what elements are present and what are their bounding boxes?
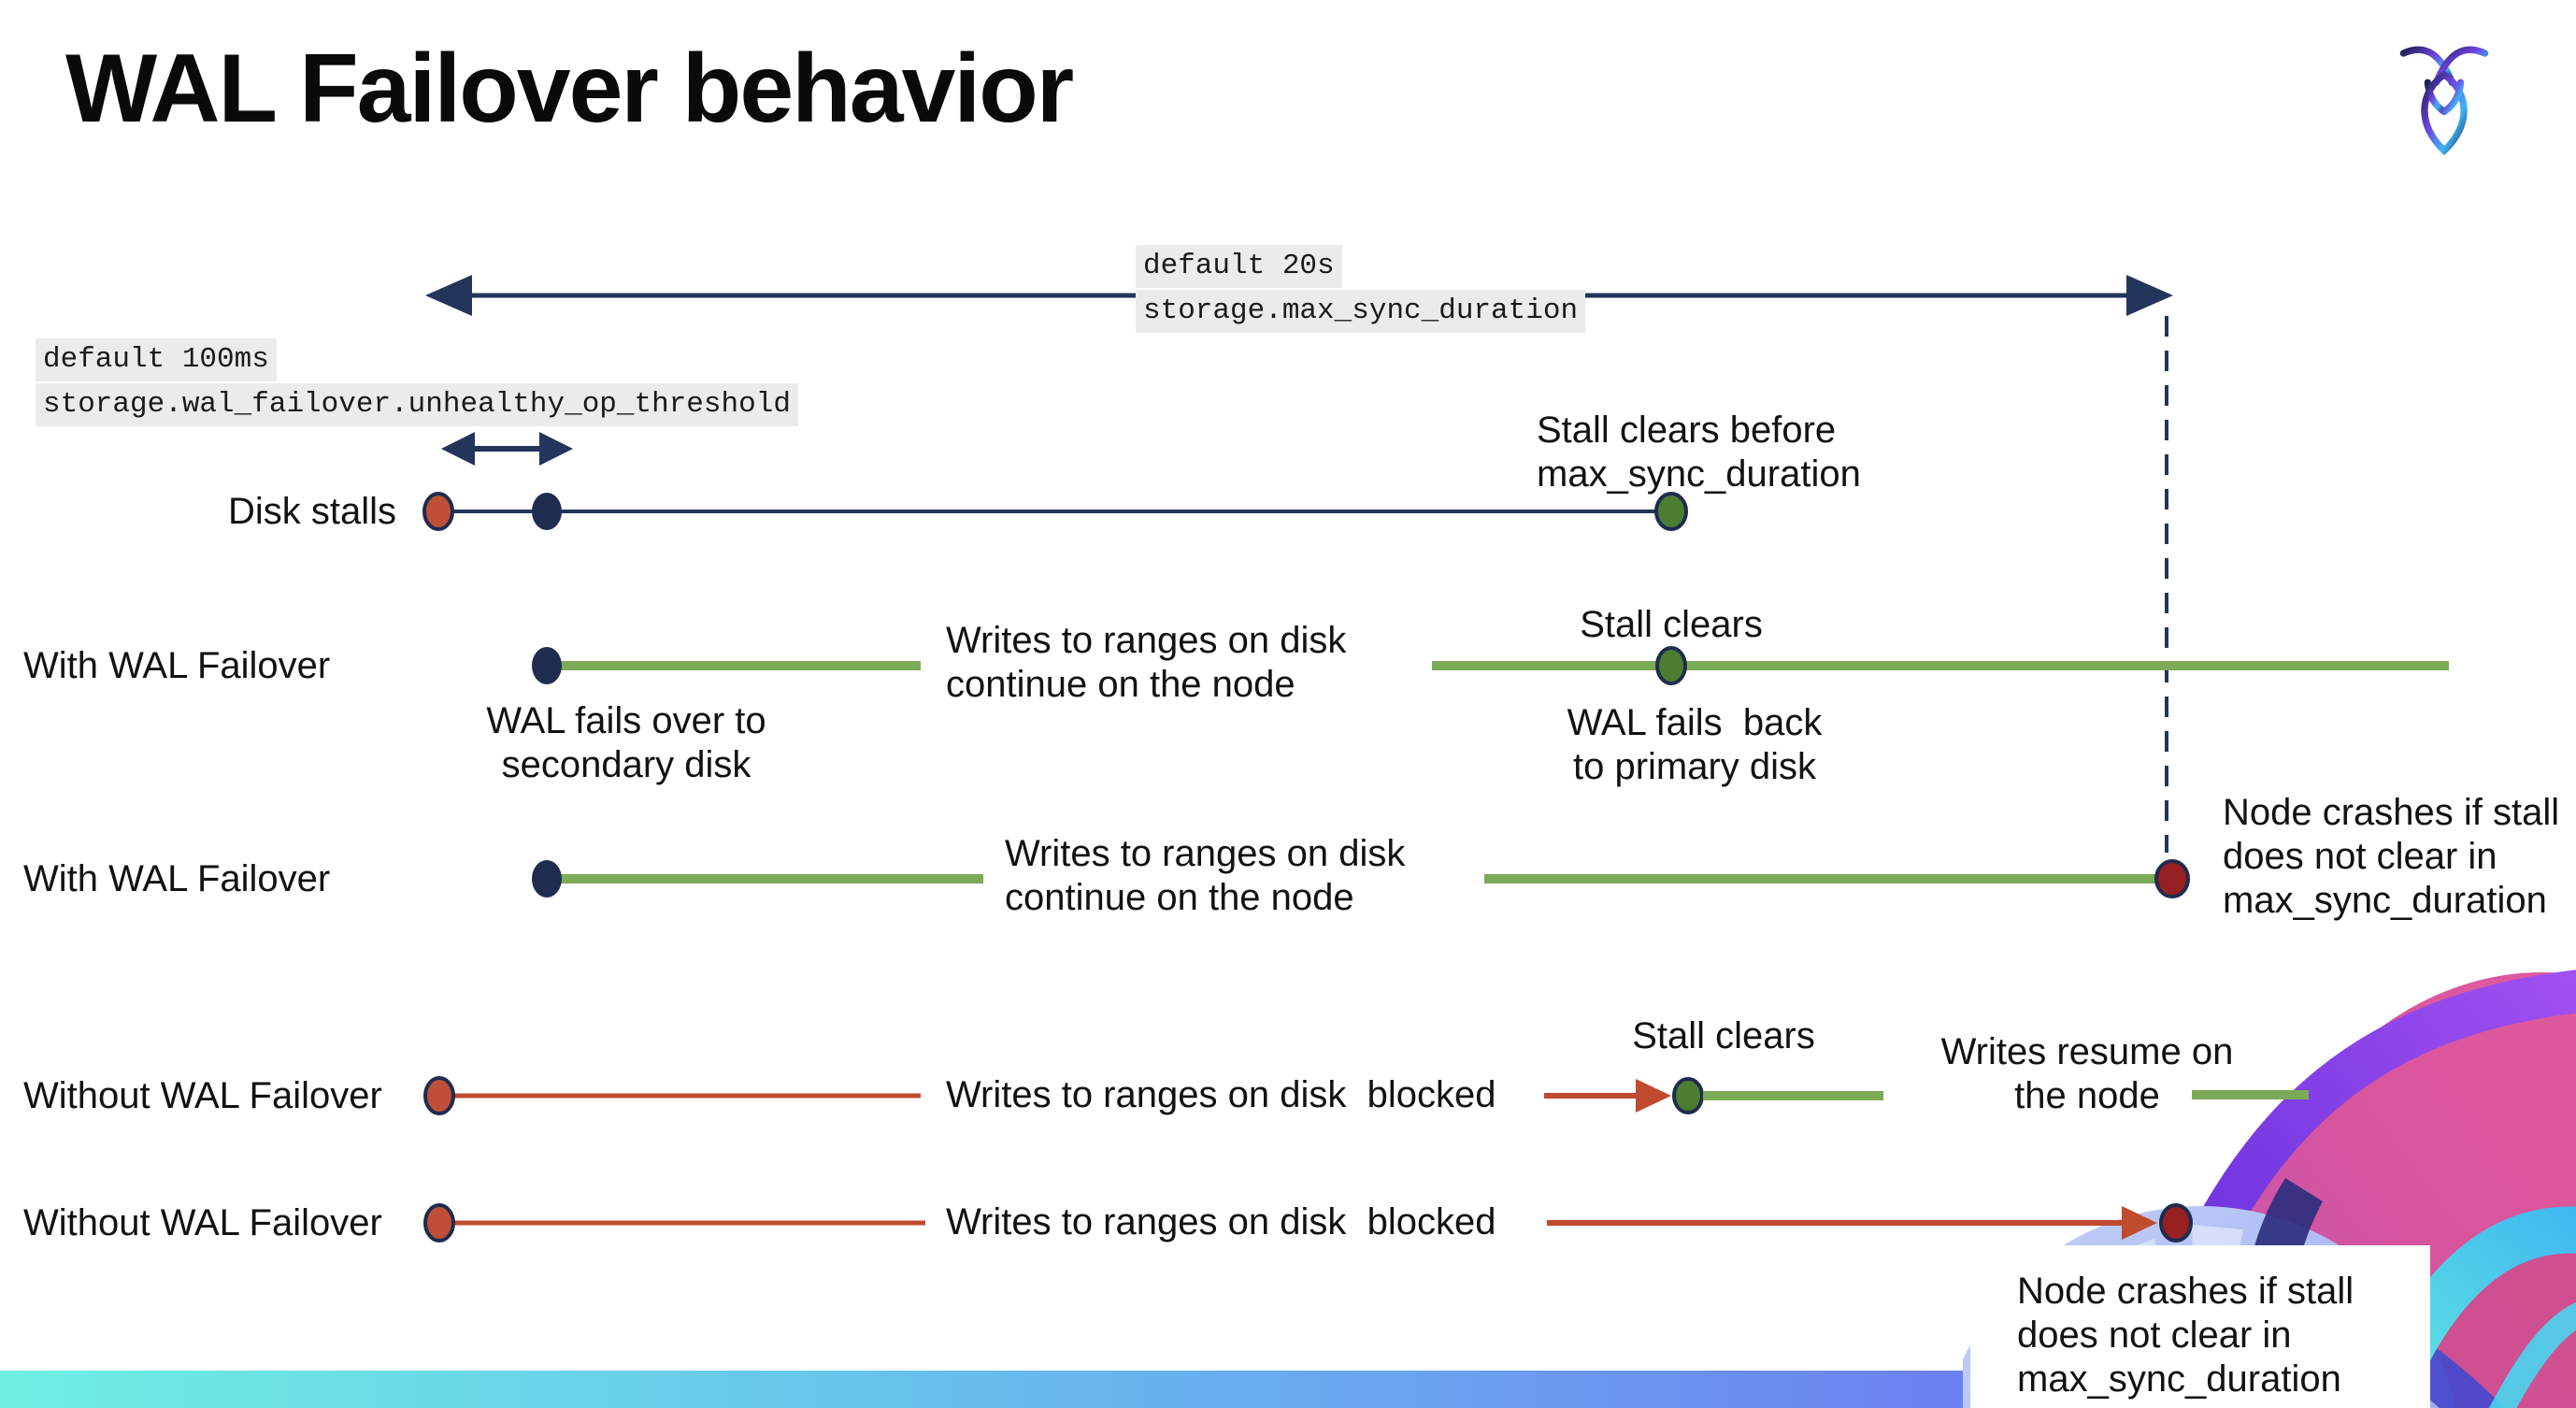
row-disk-stalls [422, 492, 1688, 531]
cockroachdb-logo-icon [2399, 46, 2489, 156]
row-label-with-wal-failover-2: With WAL Failover [23, 858, 331, 899]
arrowhead-right-icon [539, 432, 573, 466]
row-without-wal-failover-2 [423, 1203, 2193, 1243]
stall-start-dot [422, 492, 454, 531]
note-writes-continue-2: Writes to ranges on disk continue on the… [1005, 833, 1406, 918]
failback-dot [1655, 646, 1687, 685]
crash-dot [2159, 1203, 2193, 1243]
arrowhead-left-icon [425, 275, 472, 316]
page-title: WAL Failover behavior [65, 35, 1074, 143]
note-fails-over: WAL fails over to secondary disk [486, 700, 766, 785]
failover-dot [532, 647, 562, 684]
stall-clears-dot [1672, 1077, 1704, 1114]
note-writes-blocked-2: Writes to ranges on disk blocked [946, 1201, 1496, 1243]
max-sync-default-tag: default 20s [1136, 245, 1342, 288]
failover-dot [532, 860, 562, 898]
row-label-disk-stalls: Disk stalls [228, 491, 397, 532]
row-label-with-wal-failover-1: With WAL Failover [23, 645, 331, 686]
note-writes-resume: Writes resume on the node [1940, 1031, 2234, 1116]
unhealthy-default-tag: default 100ms [36, 338, 277, 381]
arrowhead-right-icon [2122, 1206, 2157, 1240]
stall-start-dot [423, 1203, 455, 1243]
arrowhead-right-icon [2126, 275, 2173, 316]
max-sync-setting-tag: storage.max_sync_duration [1136, 290, 1586, 333]
note-stall-clears-1: Stall clears [1580, 604, 1763, 645]
row-with-wal-failover-2 [532, 859, 2190, 898]
arrowhead-right-icon [1636, 1079, 1671, 1113]
crash-dot [2154, 859, 2190, 898]
row-with-wal-failover-1 [532, 646, 2449, 685]
note-fails-back: WAL fails back to primary disk [1567, 702, 1823, 787]
unhealthy-threshold-arrow [441, 432, 573, 466]
crash-callout-box: Node crashes if stall does not clear in … [1970, 1245, 2430, 1408]
row-label-without-wal-failover-2: Without WAL Failover [23, 1202, 382, 1243]
unhealthy-setting-tag: storage.wal_failover.unhealthy_op_thresh… [36, 383, 798, 426]
note-writes-continue-1: Writes to ranges on disk continue on the… [946, 620, 1347, 705]
stall-start-dot [423, 1076, 455, 1115]
note-node-crashes-2: Node crashes if stall does not clear in … [2017, 1271, 2354, 1400]
note-stall-clears-2: Stall clears [1632, 1015, 1815, 1056]
note-writes-blocked-1: Writes to ranges on disk blocked [946, 1074, 1496, 1115]
note-stall-clears-before: Stall clears before max_sync_duration [1537, 409, 1861, 495]
row-without-wal-failover-1 [423, 1076, 2309, 1115]
stall-clears-dot [1654, 492, 1688, 531]
art-cyan-arc [2488, 1301, 2576, 1408]
threshold-dot [532, 493, 562, 530]
arrowhead-left-icon [441, 432, 475, 466]
row-label-without-wal-failover-1: Without WAL Failover [23, 1075, 382, 1116]
note-node-crashes-1: Node crashes if stall does not clear in … [2223, 792, 2560, 921]
